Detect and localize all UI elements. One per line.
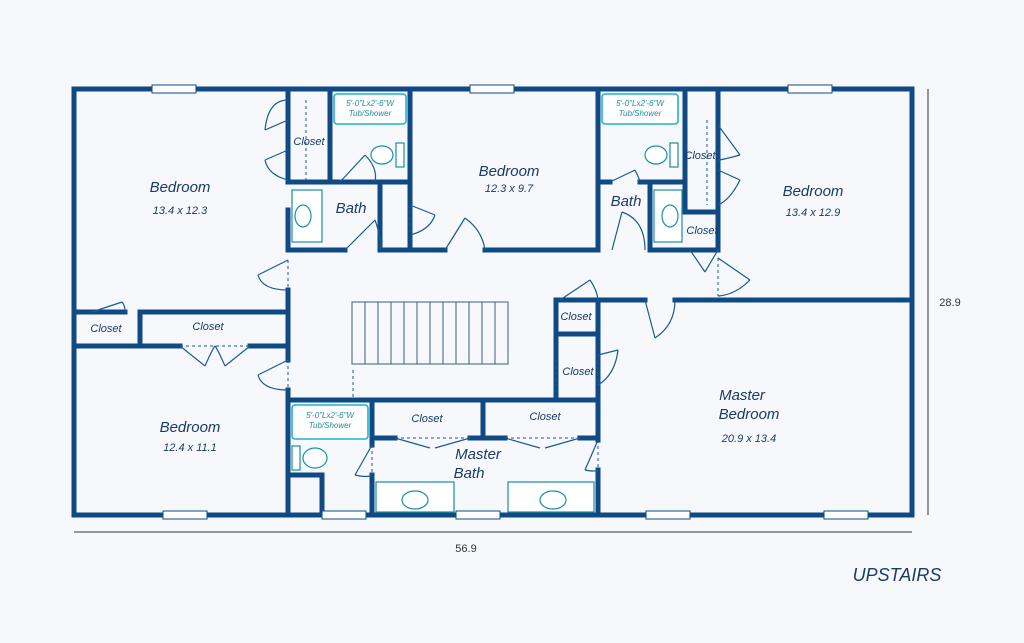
room-name-bath-right: Bath <box>611 193 642 210</box>
interior-walls <box>71 86 915 518</box>
door <box>257 359 289 391</box>
room-name-master-bath-line2: Bath <box>454 465 485 482</box>
tub-lower-left: 5'-0"Lx2'-6"W Tub/Shower <box>291 404 369 440</box>
thresholds <box>180 100 719 475</box>
room-name-bedroom-bottom-left: Bedroom <box>160 419 221 436</box>
door <box>644 299 676 339</box>
door <box>394 437 471 449</box>
window <box>645 510 691 520</box>
room-name-bedroom-top-right: Bedroom <box>783 183 844 200</box>
door <box>264 99 289 131</box>
door <box>689 249 719 273</box>
window <box>469 84 515 94</box>
closet-label: Closet <box>192 321 224 333</box>
door <box>354 444 373 478</box>
tub-size-label: 5'-0"Lx2'-6"W <box>616 99 665 108</box>
windows <box>151 84 869 520</box>
room-name-master-bedroom-line1: Master <box>719 387 766 404</box>
door <box>257 259 289 291</box>
sink-icon <box>401 490 429 510</box>
toilet-tank-icon <box>395 142 405 168</box>
tub-icon <box>601 93 679 125</box>
room-size-bedroom-top-left: 13.4 x 12.3 <box>153 205 208 217</box>
closet-label: Closet <box>686 225 718 237</box>
window <box>162 510 208 520</box>
room-name-master-bath-line1: Master <box>455 446 502 463</box>
door <box>504 437 581 449</box>
tub-size-label: 5'-0"Lx2'-6"W <box>306 411 355 420</box>
window <box>151 84 197 94</box>
staircase <box>351 301 509 365</box>
closet-label: Closet <box>411 413 443 425</box>
tub-icon <box>291 404 369 440</box>
door <box>597 349 619 386</box>
door <box>339 154 377 183</box>
toilet-icon <box>302 447 328 469</box>
window <box>455 510 501 520</box>
door <box>179 345 216 367</box>
closet-label: Closet <box>684 150 716 162</box>
fixtures <box>291 142 683 513</box>
tub-type-label: Tub/Shower <box>349 109 392 118</box>
door <box>717 169 741 206</box>
door <box>264 149 289 181</box>
tub-upper-left: 5'-0"Lx2'-6"W Tub/Shower <box>333 93 407 125</box>
window <box>321 510 367 520</box>
door <box>717 257 751 297</box>
tub-upper-right: 5'-0"Lx2'-6"W Tub/Shower <box>601 93 679 125</box>
sink-icon <box>294 204 312 228</box>
sink-icon <box>539 490 567 510</box>
width-dimension: 56.9 <box>455 543 476 555</box>
doors <box>91 99 751 478</box>
sink-icon <box>661 204 679 228</box>
floor-title: UPSTAIRS <box>853 565 942 585</box>
tub-size-label: 5'-0"Lx2'-6"W <box>346 99 395 108</box>
door <box>409 204 436 236</box>
closet-label: Closet <box>293 136 325 148</box>
room-size-bedroom-top-right: 13.4 x 12.9 <box>786 207 840 219</box>
window <box>787 84 833 94</box>
closet-label: Closet <box>562 366 594 378</box>
door <box>584 439 599 472</box>
closet-label: Closet <box>529 411 561 423</box>
room-size-master-bedroom: 20.9 x 13.4 <box>721 433 776 445</box>
closet-label: Closet <box>560 311 592 323</box>
door <box>91 301 126 313</box>
room-name-bath-left: Bath <box>336 200 367 217</box>
room-size-bedroom-top-center: 12.3 x 9.7 <box>485 183 534 195</box>
dimensions: 56.9 28.9 <box>74 89 961 555</box>
door <box>444 217 486 251</box>
door <box>717 124 741 161</box>
door <box>611 211 646 251</box>
door <box>559 279 599 301</box>
toilet-tank-icon <box>669 142 679 168</box>
tub-type-label: Tub/Shower <box>619 109 662 118</box>
height-dimension: 28.9 <box>939 297 960 309</box>
toilet-icon <box>370 145 394 165</box>
tub-icon <box>333 93 407 125</box>
door <box>609 169 641 183</box>
tub-type-label: Tub/Shower <box>309 421 352 430</box>
toilet-tank-icon <box>291 445 301 471</box>
room-name-bedroom-top-center: Bedroom <box>479 163 540 180</box>
door <box>344 219 382 251</box>
window <box>823 510 869 520</box>
closet-label: Closet <box>90 323 122 335</box>
room-labels: Bedroom 13.4 x 12.3 Bedroom 12.3 x 9.7 B… <box>90 136 843 482</box>
room-size-bedroom-bottom-left: 12.4 x 11.1 <box>163 442 217 454</box>
room-name-bedroom-top-left: Bedroom <box>150 179 211 196</box>
room-name-master-bedroom-line2: Bedroom <box>719 406 780 423</box>
toilet-icon <box>644 145 668 165</box>
door <box>214 345 251 367</box>
